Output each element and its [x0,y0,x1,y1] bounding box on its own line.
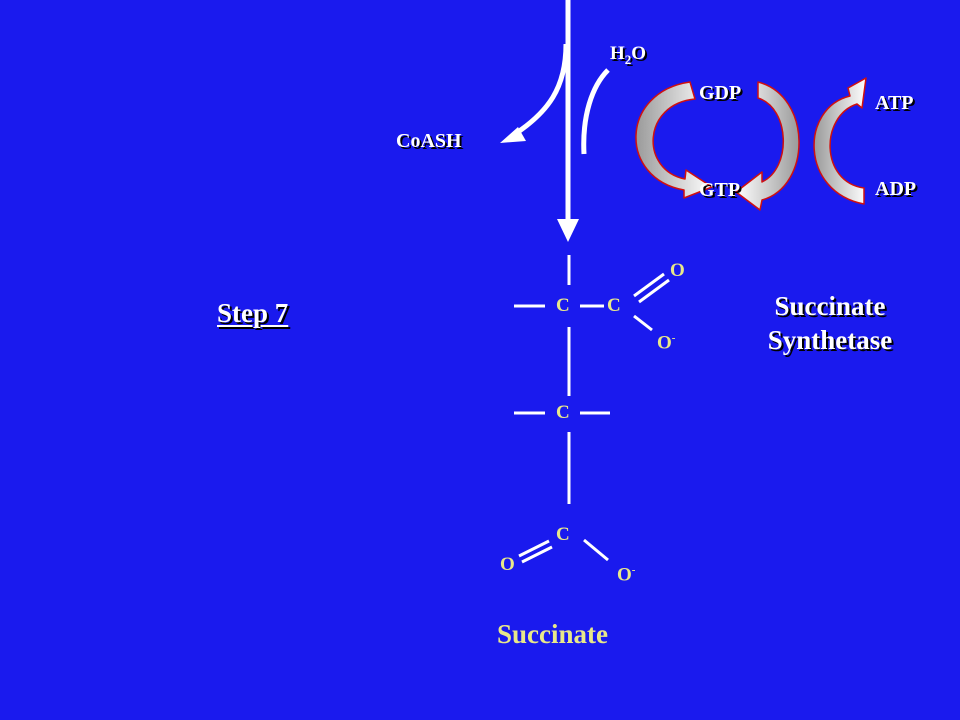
atom-o-minus-bottom-symbol: O [617,564,632,586]
product-name: Succinate [497,619,608,649]
atom-c4: C [556,524,570,545]
gtp-gdp-curved-arrow [735,81,800,211]
atom-o-minus-top-symbol: O [657,332,672,354]
water-label: H2O [610,44,646,66]
atom-o-minus-top: O- [657,332,676,354]
gdp-label: GDP [699,82,742,104]
charge-minus-bottom: - [631,564,636,576]
main-reaction-arrow [557,0,579,242]
step-label: Step 7 [217,298,289,328]
coash-release-arrow [500,43,569,143]
succinate-bonds [514,255,670,564]
atp-label: ATP [875,92,914,114]
enzyme-name-line1: Succinate [774,291,886,321]
water-subscript: 2 [624,51,632,67]
atom-o-double-top: O [670,260,685,281]
enzyme-name: Succinate Synthetase [745,290,915,358]
gdp-gtp-curved-arrow [635,81,713,199]
gtp-label: GTP [699,179,741,201]
atom-c2: C [607,295,621,316]
water-o: O [631,43,647,64]
coash-label: CoASH [396,130,462,152]
atom-c1: C [556,295,570,316]
enzyme-name-line2: Synthetase [767,324,893,355]
atom-o-double-bottom: O [500,554,515,575]
charge-minus-top: - [671,332,676,344]
adp-atp-curved-arrow [813,77,867,205]
water-h: H [610,43,625,64]
atom-o-minus-bottom: O- [617,564,636,586]
water-entry-arc [581,68,610,155]
adp-label: ADP [875,178,917,200]
atom-c3: C [556,402,570,423]
